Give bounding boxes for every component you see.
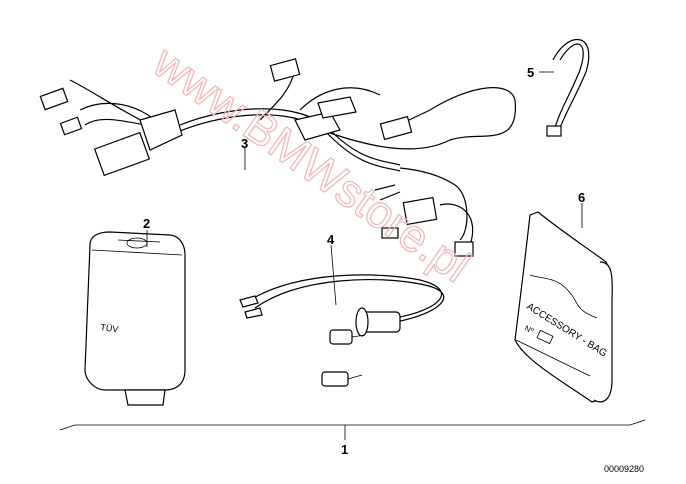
part-label-6: 6: [578, 190, 585, 205]
drawing-code: 00009280: [604, 464, 644, 474]
control-box: TÜV: [84, 231, 186, 406]
part-label-2: 2: [143, 216, 150, 231]
watermark: www.BMWstore.pl: [143, 35, 479, 292]
bag-number-mark: Nº: [523, 324, 535, 336]
part-label-3: 3: [241, 136, 248, 151]
ignition-switch: [239, 274, 445, 387]
accessory-bag: ACCESSORY - BAG Nº: [514, 211, 613, 403]
part-label-4: 4: [327, 232, 335, 247]
wiring-harness: [39, 58, 516, 257]
part-label-5: 5: [527, 65, 534, 80]
part-label-1: 1: [341, 442, 348, 457]
multi-pin-connector: [93, 131, 151, 177]
leader-lines: [59, 71, 646, 440]
box-text: TÜV: [100, 322, 119, 334]
cable-tie: [546, 38, 590, 137]
